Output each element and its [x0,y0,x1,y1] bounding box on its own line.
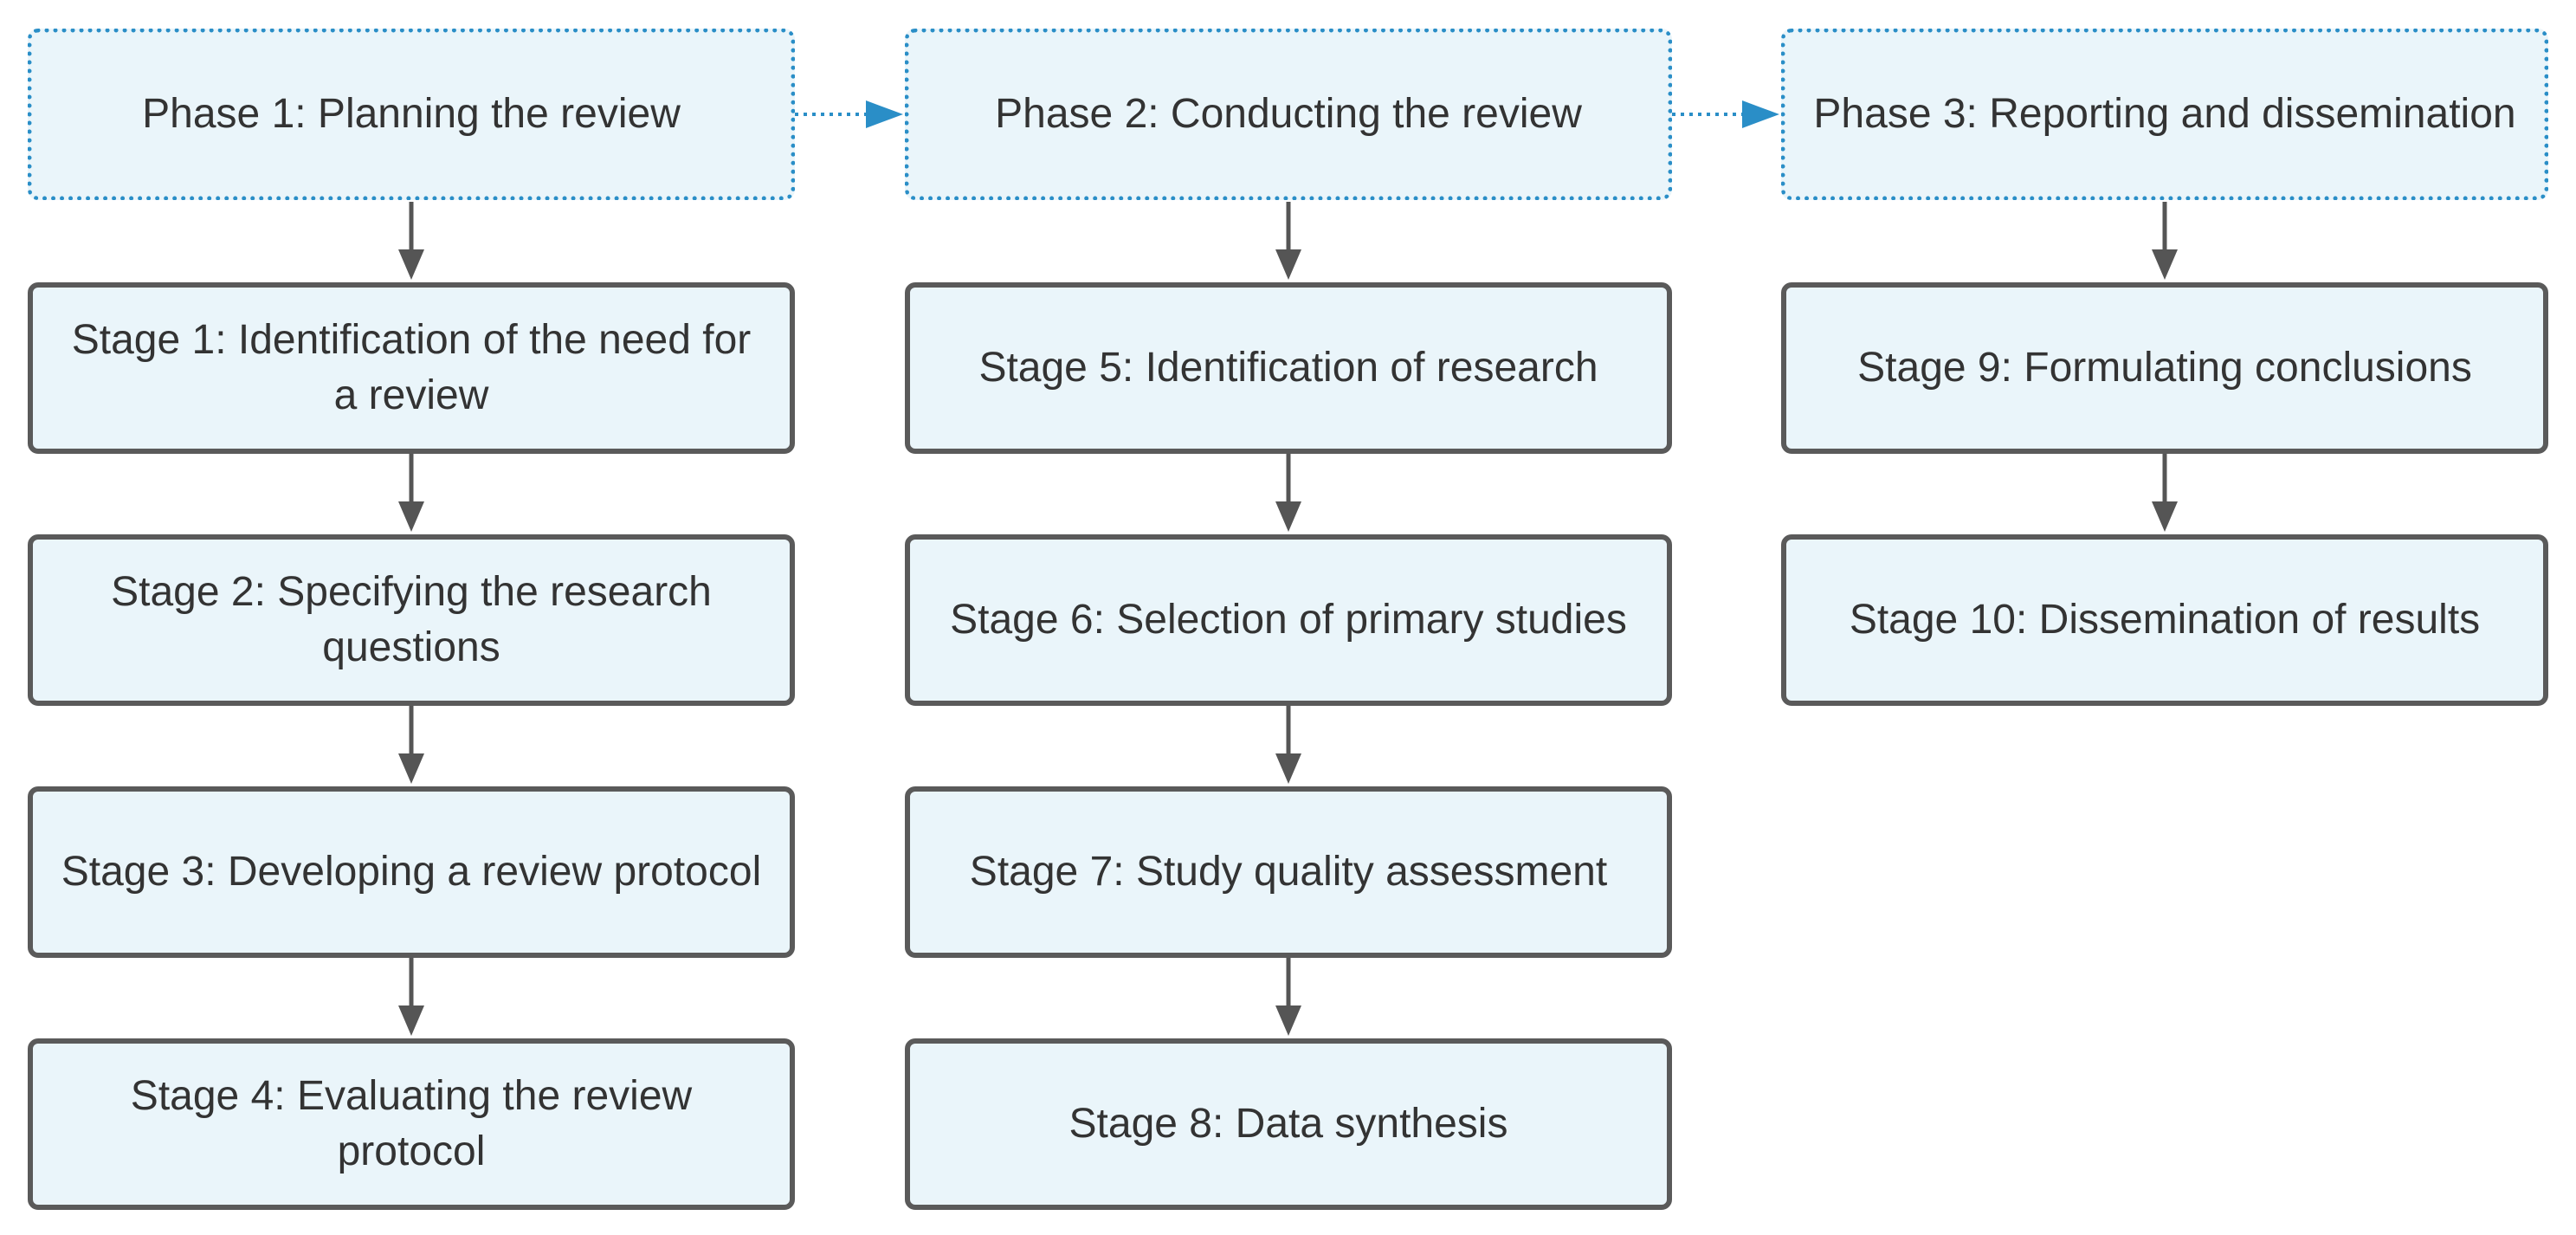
phase-3-label: Phase 3: Reporting and dissemination [1813,91,2516,137]
stage-7-box: Stage 7: Study quality assessment [905,786,1672,958]
flow-arrow-stage7-to-stage8 [1275,958,1301,1036]
flow-arrow-stage1-to-stage2 [398,454,424,532]
stage-4-label: Stage 4: Evaluating the review protocol [130,1073,693,1174]
phase-3-box: Phase 3: Reporting and dissemination [1781,29,2548,200]
stage-7-label: Stage 7: Study quality assessment [969,849,1608,895]
stage-4-box: Stage 4: Evaluating the review protocol [28,1038,795,1210]
phase-arrow-2-to-3 [1672,100,1779,128]
stage-10-box: Stage 10: Dissemination of results [1781,534,2548,706]
flow-arrow-phase2-to-stage5 [1275,202,1301,280]
stage-3-box: Stage 3: Developing a review protocol [28,786,795,958]
phase-2-label: Phase 2: Conducting the review [995,91,1582,137]
stage-10-label: Stage 10: Dissemination of results [1849,597,2481,643]
flow-arrow-stage5-to-stage6 [1275,454,1301,532]
stage-6-box: Stage 6: Selection of primary studies [905,534,1672,706]
phase-arrow-1-to-2 [795,100,903,128]
phase-2-box: Phase 2: Conducting the review [905,29,1672,200]
stage-8-box: Stage 8: Data synthesis [905,1038,1672,1210]
phase-1-box: Phase 1: Planning the review [28,29,795,200]
stage-1-label: Stage 1: Identification of the need for … [71,317,752,418]
phase-1-label: Phase 1: Planning the review [142,91,681,137]
stage-5-box: Stage 5: Identification of research [905,282,1672,454]
stage-2-label: Stage 2: Specifying the research questio… [111,569,712,670]
stage-6-label: Stage 6: Selection of primary studies [950,597,1627,643]
flow-arrow-phase1-to-stage1 [398,202,424,280]
flow-arrow-stage3-to-stage4 [398,958,424,1036]
stage-5-label: Stage 5: Identification of research [978,345,1598,391]
flow-arrow-stage6-to-stage7 [1275,706,1301,784]
stage-9-label: Stage 9: Formulating conclusions [1857,345,2472,391]
stage-2-box: Stage 2: Specifying the research questio… [28,534,795,706]
flow-arrow-phase3-to-stage9 [2152,202,2178,280]
stage-3-label: Stage 3: Developing a review protocol [61,849,762,895]
stage-9-box: Stage 9: Formulating conclusions [1781,282,2548,454]
stage-8-label: Stage 8: Data synthesis [1068,1101,1508,1147]
flow-arrow-stage9-to-stage10 [2152,454,2178,532]
flow-arrow-stage2-to-stage3 [398,706,424,784]
stage-1-box: Stage 1: Identification of the need for … [28,282,795,454]
